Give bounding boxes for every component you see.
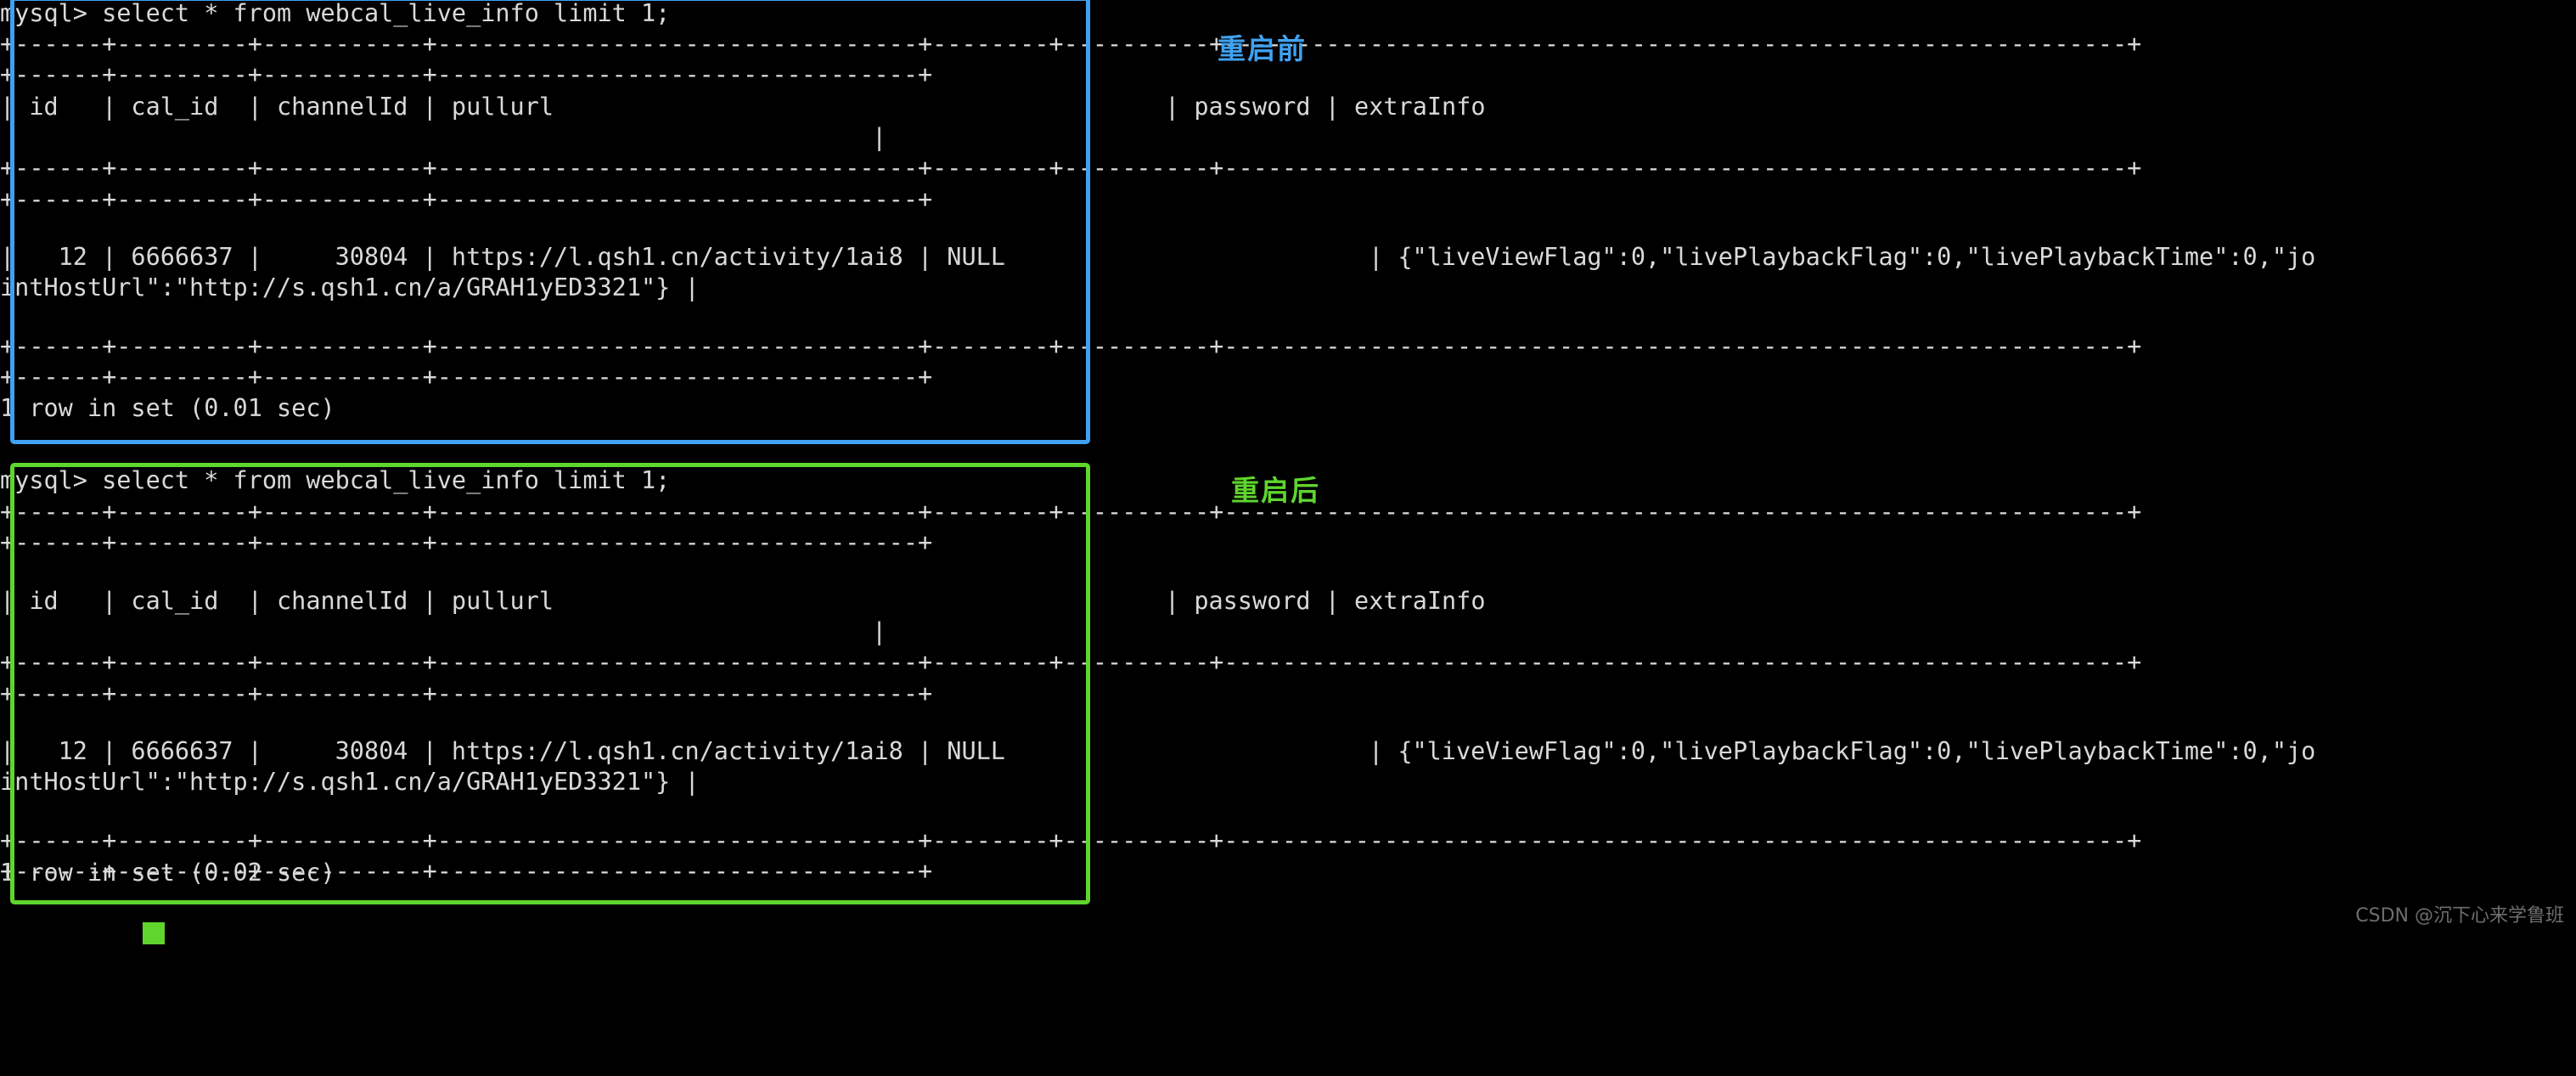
block2-sep-top: +------+---------+-----------+----------… bbox=[0, 498, 2142, 526]
block1-row-right: | {"liveViewFlag":0,"livePlaybackFlag":0… bbox=[1369, 243, 2316, 271]
block2-sep-bottom: +------+---------+-----------+----------… bbox=[0, 826, 2142, 854]
block1-sep-mid: +------+---------+-----------+----------… bbox=[0, 154, 2142, 182]
block1-sep-bottom-short: +------+---------+-----------+----------… bbox=[0, 363, 933, 391]
block2-sep-top-short: +------+---------+-----------+----------… bbox=[0, 528, 933, 556]
block1-header-right: | password | extraInfo bbox=[1165, 93, 1486, 121]
block2-result-line: 1 row in set (0.02 sec) bbox=[0, 859, 335, 887]
block1-header-left: | id | cal_id | channelId | pullurl bbox=[0, 93, 554, 121]
block1-row-wrap: intHostUrl":"http://s.qsh1.cn/a/GRAH1yED… bbox=[0, 273, 700, 301]
block2-header-right: | password | extraInfo bbox=[1165, 587, 1486, 615]
block1-sep-mid-short: +------+---------+-----------+----------… bbox=[0, 185, 933, 213]
block1-sep-top: +------+---------+-----------+----------… bbox=[0, 30, 2142, 58]
block2-header-left: | id | cal_id | channelId | pullurl bbox=[0, 587, 554, 615]
block2-sep-bottom-short: +------+---------+-----------+----------… bbox=[0, 857, 933, 885]
csdn-watermark: CSDN @沉下心来学鲁班 bbox=[2355, 905, 2564, 927]
terminal-cursor bbox=[143, 922, 165, 944]
block2-row-wrap: intHostUrl":"http://s.qsh1.cn/a/GRAH1yED… bbox=[0, 768, 700, 796]
block2-header-pipe: | bbox=[872, 617, 887, 645]
annotation-after-restart: 重启后 bbox=[1231, 474, 1320, 507]
block1-result-line: 1 row in set (0.01 sec) bbox=[0, 394, 335, 422]
block1-sep-top-short: +------+---------+-----------+----------… bbox=[0, 60, 933, 88]
terminal-screen: mysql> select * from webcal_live_info li… bbox=[0, 0, 2316, 944]
block1-prompt-line: mysql> select * from webcal_live_info li… bbox=[0, 0, 671, 27]
block2-row-left: | 12 | 6666637 | 30804 | https://l.qsh1.… bbox=[0, 737, 1005, 765]
block1-header-pipe: | bbox=[872, 123, 887, 151]
block2-sep-mid: +------+---------+-----------+----------… bbox=[0, 648, 2142, 676]
block1-sep-bottom: +------+---------+-----------+----------… bbox=[0, 332, 2142, 360]
block1-row-left: | 12 | 6666637 | 30804 | https://l.qsh1.… bbox=[0, 243, 1005, 271]
block2-sep-mid-short: +------+---------+-----------+----------… bbox=[0, 679, 933, 707]
annotation-before-restart: 重启前 bbox=[1218, 32, 1307, 65]
block2-row-right: | {"liveViewFlag":0,"livePlaybackFlag":0… bbox=[1369, 737, 2316, 765]
block2-prompt-line: mysql> select * from webcal_live_info li… bbox=[0, 466, 671, 494]
